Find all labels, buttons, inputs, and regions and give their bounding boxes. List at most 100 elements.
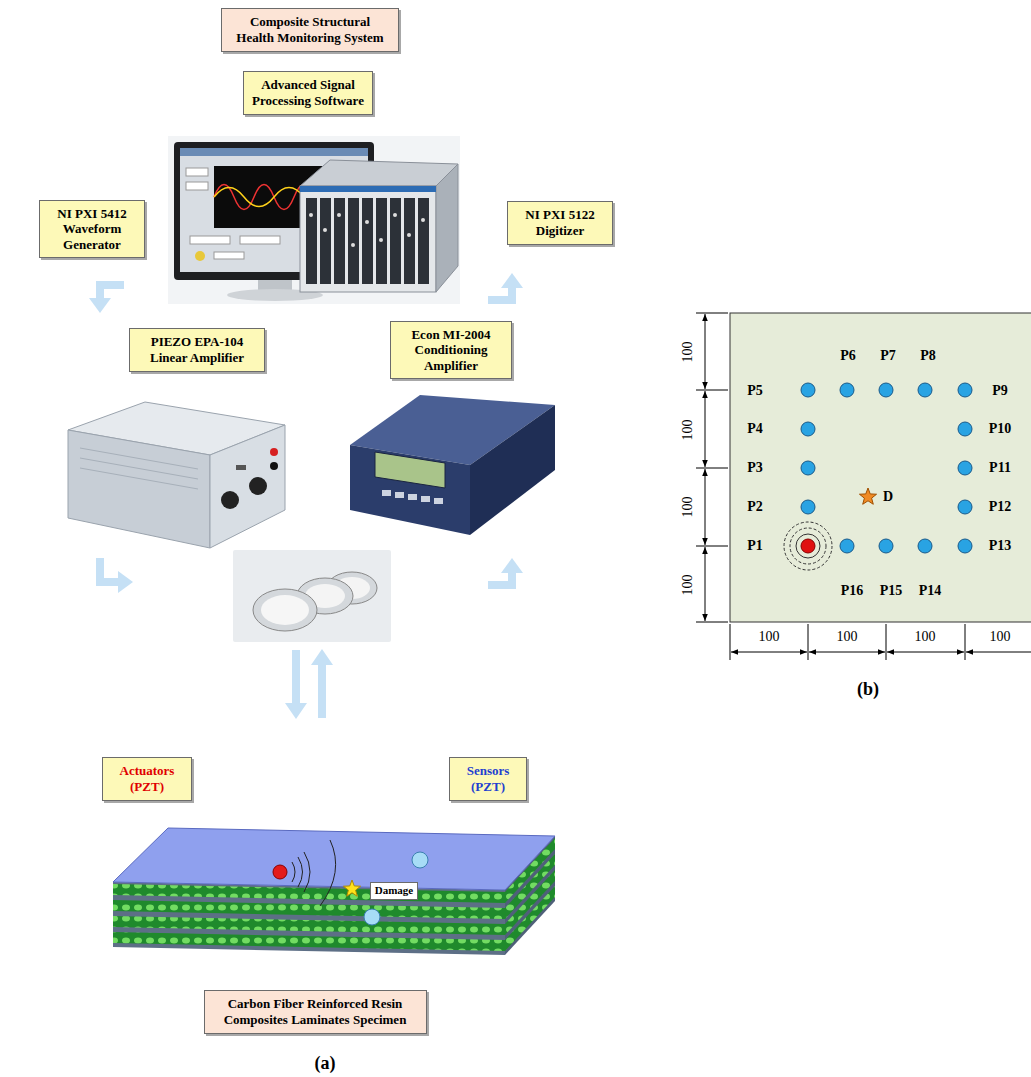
amplifier-photo bbox=[80, 448, 198, 469]
sensor-dot bbox=[918, 383, 932, 397]
dimension-label: 100 bbox=[681, 420, 695, 441]
instrument-box: NI PXI 5122 Digitizer bbox=[507, 201, 613, 244]
dimension-line bbox=[965, 624, 966, 660]
amplifier-photo bbox=[80, 468, 198, 489]
actuator-box: Actuators (PZT) bbox=[102, 757, 192, 800]
dimension-label: 100 bbox=[837, 630, 858, 644]
amplifier-photo bbox=[68, 402, 285, 548]
dimension-line bbox=[696, 468, 728, 469]
sensor-dot bbox=[801, 461, 815, 475]
sensor-label: P13 bbox=[989, 539, 1012, 553]
sensor-layout-plate bbox=[730, 313, 1031, 622]
amplifier-photo bbox=[221, 491, 239, 509]
computer-photo bbox=[306, 198, 317, 284]
computer-photo bbox=[436, 164, 458, 292]
amplifier-photo bbox=[270, 462, 278, 470]
dimension-line bbox=[705, 391, 706, 467]
sensor-dot bbox=[958, 383, 972, 397]
flow-arrow bbox=[292, 650, 300, 704]
computer-photo bbox=[421, 218, 425, 222]
sensor-layout-plate bbox=[784, 522, 832, 570]
laminate-plate bbox=[273, 865, 287, 879]
amplifier-photo bbox=[80, 458, 198, 479]
computer-photo bbox=[390, 198, 401, 284]
computer-photo bbox=[309, 213, 313, 217]
flow-arrowhead bbox=[285, 703, 307, 719]
dimension-line bbox=[809, 652, 885, 653]
computer-photo bbox=[214, 252, 244, 259]
dimension-line bbox=[886, 624, 887, 660]
computer-photo bbox=[379, 238, 383, 242]
sensor-dot bbox=[958, 539, 972, 553]
sensor-dot bbox=[840, 539, 854, 553]
flow-arrow bbox=[100, 285, 512, 718]
sensor-label: P4 bbox=[747, 422, 763, 436]
dimension-line bbox=[887, 652, 964, 653]
damage-label: D bbox=[883, 490, 893, 504]
software-box: Advanced Signal Processing Software bbox=[243, 71, 373, 114]
laminate-plate bbox=[412, 852, 428, 868]
flow-arrowhead bbox=[89, 273, 523, 719]
pzt-photo bbox=[253, 589, 317, 631]
computer-photo bbox=[404, 198, 415, 284]
sensor-label: P12 bbox=[989, 500, 1012, 514]
sensor-label: P10 bbox=[989, 422, 1012, 436]
dimension-line bbox=[966, 652, 1031, 653]
damage-tag: Damage bbox=[370, 882, 419, 899]
conditioning-amplifier-photo bbox=[350, 445, 470, 535]
computer-photo bbox=[351, 243, 355, 247]
amplifier-photo bbox=[270, 448, 278, 456]
computer-photo bbox=[168, 136, 460, 304]
dimension-line bbox=[730, 624, 731, 660]
node-text: PIEZO EPA-104 Linear Amplifier bbox=[138, 334, 256, 365]
sensor-box: Sensors (PZT) bbox=[449, 757, 527, 800]
conditioning-amplifier-photo bbox=[408, 494, 417, 500]
computer-photo bbox=[393, 213, 397, 217]
damage-star bbox=[859, 488, 876, 504]
node-text: Composite Structural Health Monitoring S… bbox=[230, 14, 390, 45]
conditioning-amplifier-photo bbox=[421, 496, 430, 502]
sensor-dot bbox=[840, 383, 854, 397]
sensor-label: P7 bbox=[880, 349, 896, 363]
flow-arrow bbox=[100, 558, 118, 582]
node-text: Advanced Signal Processing Software bbox=[252, 77, 364, 108]
laminate-plate bbox=[364, 909, 380, 925]
computer-photo bbox=[362, 198, 373, 284]
flow-arrowhead bbox=[118, 571, 133, 593]
sensor-dot bbox=[879, 539, 893, 553]
node-text: NI PXI 5412 Waveform Generator bbox=[48, 206, 136, 253]
computer-photo bbox=[195, 251, 205, 261]
flow-arrowhead bbox=[501, 273, 523, 288]
instrument-box: PIEZO EPA-104 Linear Amplifier bbox=[129, 328, 265, 371]
dimension-line bbox=[696, 390, 728, 391]
node-text: Sensors (PZT) bbox=[458, 763, 518, 794]
flow-arrow bbox=[100, 285, 124, 298]
dimension-label: 100 bbox=[915, 630, 936, 644]
dimension-label: 100 bbox=[759, 630, 780, 644]
instrument-box: NI PXI 5412 Waveform Generator bbox=[39, 200, 145, 259]
sensor-dot bbox=[958, 422, 972, 436]
sensor-dot bbox=[918, 539, 932, 553]
title-box: Composite Structural Health Monitoring S… bbox=[221, 8, 399, 51]
laminate-plate bbox=[113, 900, 505, 919]
computer-photo bbox=[300, 160, 458, 186]
flow-arrowhead bbox=[501, 558, 523, 573]
sensor-label: P5 bbox=[747, 384, 763, 398]
conditioning-amplifier-photo bbox=[434, 498, 443, 504]
computer-photo bbox=[334, 198, 345, 284]
dimension-label: 100 bbox=[681, 497, 695, 518]
dimension-line bbox=[696, 313, 728, 314]
computer-photo bbox=[365, 220, 369, 224]
computer-photo bbox=[418, 198, 429, 284]
computer-photo bbox=[168, 136, 460, 304]
sensor-dot bbox=[801, 422, 815, 436]
sensor-label: P9 bbox=[992, 384, 1008, 398]
pzt-photo bbox=[233, 550, 391, 642]
dimension-line bbox=[696, 622, 728, 623]
dimension-line bbox=[696, 313, 1031, 660]
damage-star bbox=[859, 488, 876, 504]
computer-photo bbox=[186, 182, 208, 190]
laminate-plate bbox=[343, 880, 360, 896]
sensor-label: P14 bbox=[919, 584, 942, 598]
